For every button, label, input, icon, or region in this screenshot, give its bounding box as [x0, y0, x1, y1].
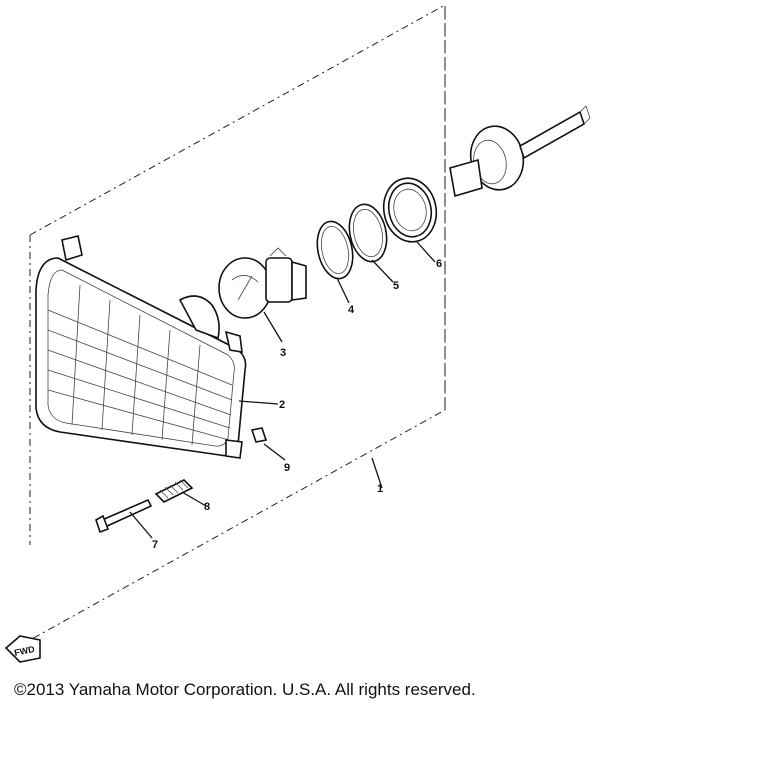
callout-1: 1: [377, 483, 383, 495]
callout-5: 5: [393, 280, 399, 292]
nut: [250, 427, 268, 443]
callout-7: 7: [152, 539, 158, 551]
spring: [154, 479, 194, 503]
leader-lines: [129, 241, 436, 539]
bulb-socket: [449, 105, 591, 198]
fwd-arrow-icon: FWD: [4, 635, 41, 663]
copyright-notice: ©2013 Yamaha Motor Corporation. U.S.A. A…: [14, 680, 476, 699]
thin-ring: [316, 220, 354, 280]
callout-2: 2: [279, 399, 285, 411]
bulb: [218, 247, 307, 319]
callout-6: 6: [436, 258, 442, 270]
callout-4: 4: [348, 304, 355, 316]
callout-8: 8: [204, 501, 210, 513]
threaded-ring: [382, 177, 438, 243]
screw: [95, 498, 153, 534]
headlight-lens: [35, 235, 247, 459]
fwd-label: FWD: [13, 644, 36, 658]
callout-3: 3: [280, 347, 286, 359]
callout-9: 9: [284, 462, 290, 474]
housing-outline: [29, 4, 446, 641]
